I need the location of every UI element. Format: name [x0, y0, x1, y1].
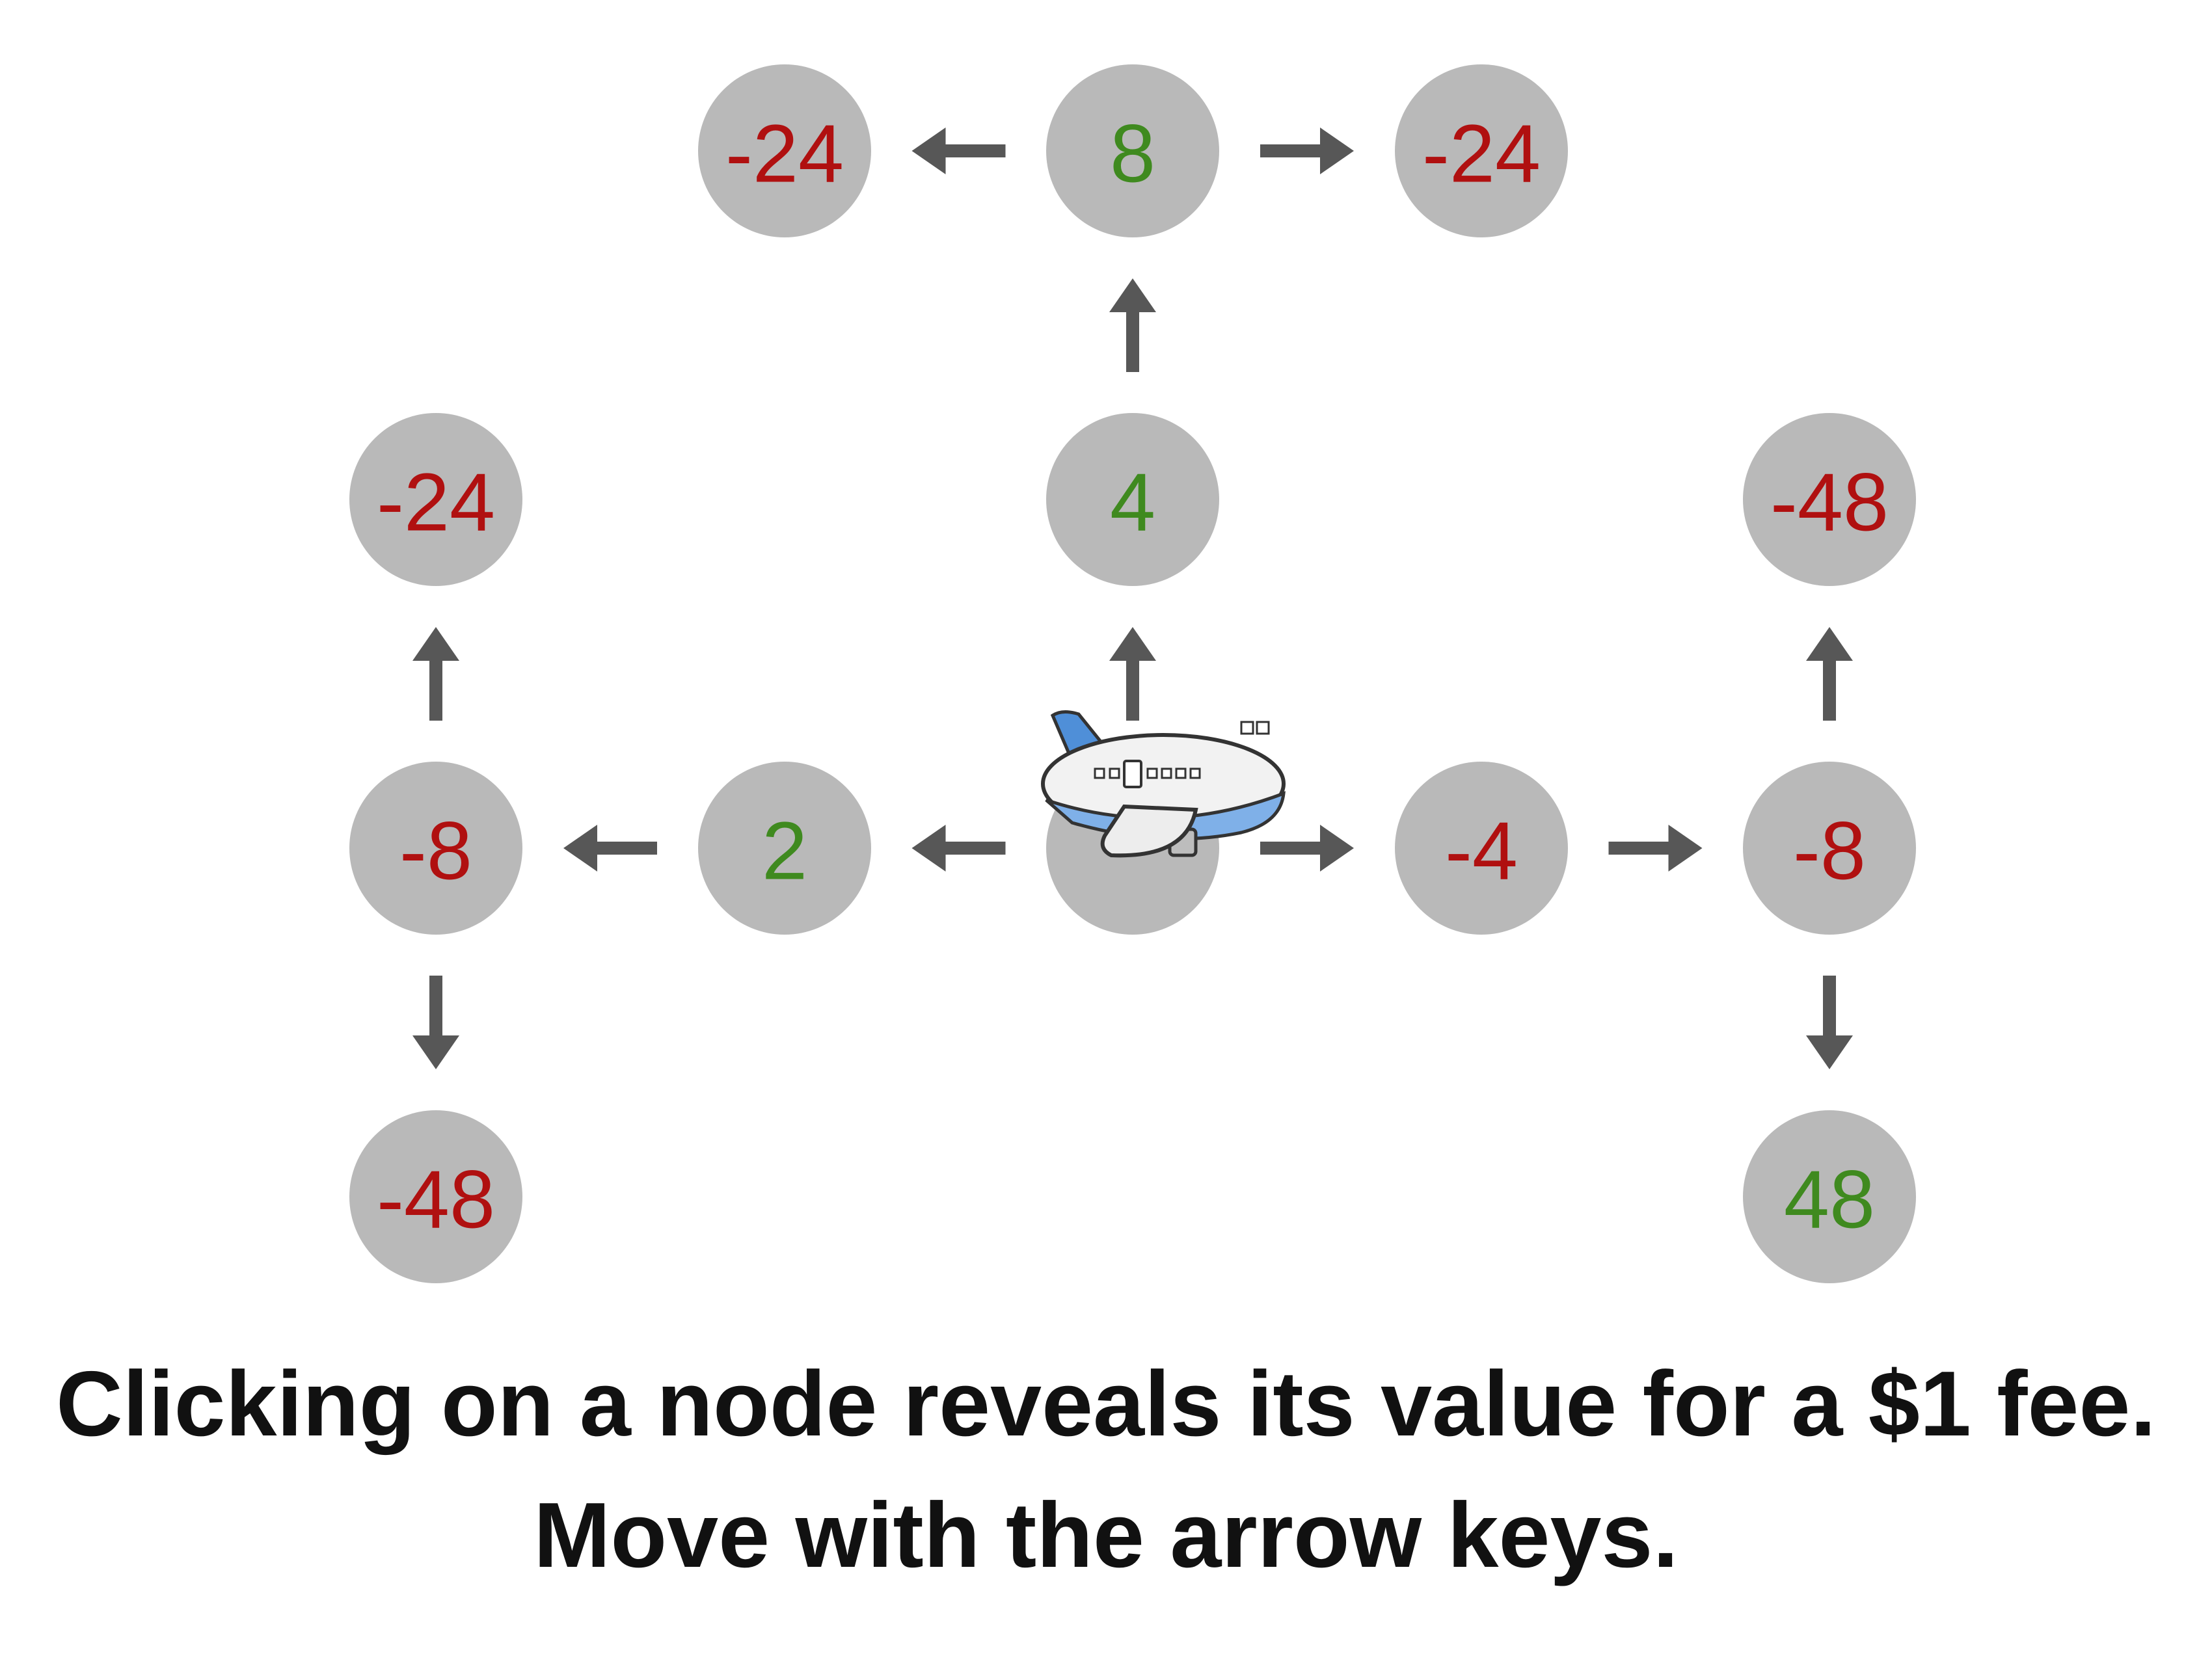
- arrow-start-to-mid-center: [1109, 627, 1156, 721]
- node-value: -4: [1445, 805, 1518, 897]
- node-circle: [1743, 762, 1916, 935]
- arrow-head: [1320, 825, 1354, 872]
- node-row-left[interactable]: 2: [698, 762, 871, 935]
- node-mid-left[interactable]: -24: [349, 413, 522, 586]
- node-value: -48: [377, 1154, 495, 1246]
- node-value: 48: [1784, 1154, 1875, 1246]
- node-top-right[interactable]: -24: [1395, 64, 1568, 237]
- arrow-head: [412, 1035, 459, 1069]
- arrow-head: [1320, 127, 1354, 174]
- arrow-head: [1109, 278, 1156, 312]
- node-row-right[interactable]: -4: [1395, 762, 1568, 935]
- arrow-start-to-row-right: [1260, 825, 1354, 872]
- arrow-mid-center-to-top-center: [1109, 278, 1156, 372]
- node-top-center[interactable]: 8: [1046, 64, 1219, 237]
- node-circle: [1046, 64, 1219, 237]
- arrow-head: [1668, 825, 1703, 872]
- node-value: -24: [725, 108, 844, 200]
- node-value: -24: [377, 457, 495, 548]
- node-mid-center[interactable]: 4: [1046, 413, 1219, 586]
- arrow-row-left-to-row-far-left: [563, 825, 657, 872]
- node-bottom-right[interactable]: 48: [1743, 1110, 1916, 1283]
- arrow-head: [1806, 627, 1853, 661]
- node-value: 2: [762, 805, 807, 897]
- node-value: 8: [1110, 108, 1155, 200]
- instruction-fee: Clicking on a node reveals its value for…: [56, 1352, 2156, 1456]
- node-circle: [349, 762, 522, 935]
- arrow-row-far-right-to-bottom-right: [1806, 976, 1853, 1069]
- arrows-layer: [412, 127, 1853, 1069]
- node-circle: [698, 64, 871, 237]
- arrow-head: [911, 127, 946, 174]
- node-bottom-left[interactable]: -48: [349, 1110, 522, 1283]
- node-mid-right[interactable]: -48: [1743, 413, 1916, 586]
- airplane-icon: [1041, 710, 1286, 858]
- instruction-move: Move with the arrow keys.: [533, 1484, 1679, 1587]
- node-row-far-left[interactable]: -8: [349, 762, 522, 935]
- arrow-row-far-left-to-mid-left: [412, 627, 459, 721]
- node-circle: [1743, 1110, 1916, 1283]
- arrow-head: [1806, 1035, 1853, 1069]
- node-value: -8: [399, 805, 472, 897]
- arrow-row-far-right-to-mid-right: [1806, 627, 1853, 721]
- node-circle: [349, 1110, 522, 1283]
- node-value: 4: [1110, 457, 1155, 548]
- node-top-left[interactable]: -24: [698, 64, 871, 237]
- arrow-top-center-to-top-right: [1260, 127, 1354, 174]
- node-circle: [1743, 413, 1916, 586]
- arrow-top-center-to-top-left: [911, 127, 1006, 174]
- node-value: -24: [1422, 108, 1541, 200]
- node-value: -8: [1793, 805, 1866, 897]
- node-circle: [698, 762, 871, 935]
- node-circle: [1046, 413, 1219, 586]
- arrow-row-far-left-to-bottom-left: [412, 976, 459, 1069]
- arrow-head: [911, 825, 946, 872]
- arrow-start-to-row-left: [911, 825, 1006, 872]
- node-circle: [1395, 64, 1568, 237]
- arrow-head: [1109, 627, 1156, 661]
- node-circle: [1395, 762, 1568, 935]
- arrow-head: [412, 627, 459, 661]
- node-row-far-right[interactable]: -8: [1743, 762, 1916, 935]
- arrow-head: [563, 825, 597, 872]
- nodes-layer: -24 8 -24 -24 4 -48 -8 2 -4 -8 -48 48: [349, 64, 1916, 1283]
- node-circle: [349, 413, 522, 586]
- node-value: -48: [1770, 457, 1889, 548]
- arrow-row-right-to-row-far-right: [1608, 825, 1703, 872]
